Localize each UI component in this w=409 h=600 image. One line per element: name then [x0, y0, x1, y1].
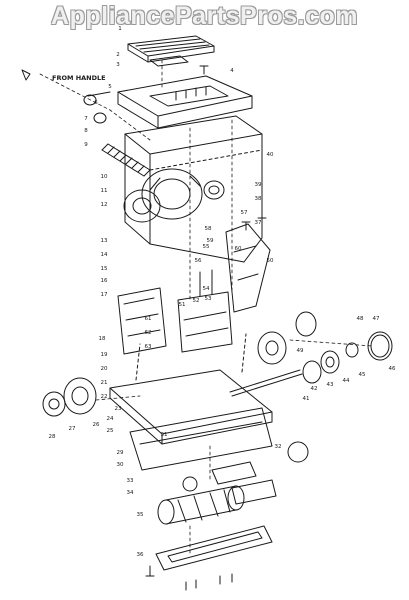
part-callout-16: 16: [101, 278, 108, 284]
part-callout-4: 4: [230, 68, 234, 74]
part-callout-48: 48: [357, 316, 364, 322]
part-callout-58: 58: [205, 226, 212, 232]
part-callout-13: 13: [101, 238, 108, 244]
part-callout-43: 43: [327, 382, 334, 388]
part-callout-32: 32: [275, 444, 282, 450]
part-callout-31: 31: [161, 432, 168, 438]
assembly-line: [39, 59, 373, 557]
left-side-cover: [117, 287, 167, 355]
part-callout-20: 20: [101, 366, 108, 372]
screw-part: [145, 65, 267, 591]
part-callout-26: 26: [93, 422, 100, 428]
part-callout-5: 5: [108, 84, 112, 90]
part-callout-27: 27: [69, 426, 76, 432]
bearing-part: [203, 180, 225, 200]
brush-holder-part: [211, 461, 277, 505]
part-callout-50: 50: [267, 258, 274, 264]
part-callout-12: 12: [101, 202, 108, 208]
part-callout-18: 18: [99, 336, 106, 342]
part-callout-35: 35: [137, 512, 144, 518]
part-callout-9: 9: [84, 142, 88, 148]
part-callout-57: 57: [241, 210, 248, 216]
base-plate-part: [109, 333, 273, 445]
part-callout-6: 6: [94, 100, 98, 106]
part-callout-21: 21: [101, 380, 108, 386]
part-callout-54: 54: [203, 286, 210, 292]
handle-grip-part: [127, 35, 215, 63]
part-callout-61: 61: [145, 316, 152, 322]
part-callout-51: 51: [179, 302, 186, 308]
left-wheel-part: [42, 377, 97, 417]
part-callout-3: 3: [116, 62, 120, 68]
part-callout-34: 34: [127, 490, 134, 496]
part-callout-28: 28: [49, 434, 56, 440]
part-callout-55: 55: [203, 244, 210, 250]
top-housing-part: [117, 75, 253, 129]
part-callout-7: 7: [84, 116, 88, 122]
part-callout-25: 25: [107, 428, 114, 434]
cord-connector-part: [21, 69, 111, 124]
part-callout-14: 14: [101, 252, 108, 258]
part-callout-53: 53: [205, 296, 212, 302]
right-wheel-part: [257, 311, 317, 365]
part-callout-2: 2: [116, 52, 120, 58]
part-callout-33: 33: [127, 478, 134, 484]
part-callout-1: 1: [118, 26, 122, 32]
part-callout-22: 22: [101, 394, 108, 400]
part-callout-52: 52: [193, 298, 200, 304]
part-callout-59: 59: [207, 238, 214, 244]
belt-ring-part: [367, 331, 393, 361]
main-body-housing: [124, 115, 263, 263]
part-callout-56: 56: [195, 258, 202, 264]
right-side-bracket: [225, 223, 271, 313]
part-callout-39: 39: [255, 182, 262, 188]
part-callout-44: 44: [343, 378, 350, 384]
part-callout-29: 29: [117, 450, 124, 456]
end-cap-part: [182, 441, 309, 492]
part-callout-62: 62: [145, 330, 152, 336]
handle-label: FROM HANDLE: [52, 74, 106, 82]
small-plate-part: [149, 55, 189, 67]
part-callout-38: 38: [255, 196, 262, 202]
part-callout-36: 36: [137, 552, 144, 558]
part-callout-24: 24: [107, 416, 114, 422]
part-callout-30: 30: [117, 462, 124, 468]
part-callouts: 1234567891011121314151617181920212223242…: [49, 26, 396, 558]
center-linkage-part: [177, 269, 233, 353]
part-callout-10: 10: [101, 174, 108, 180]
brushroll-part: [157, 485, 245, 525]
part-callout-17: 17: [101, 292, 108, 298]
part-callout-8: 8: [84, 128, 88, 134]
part-callout-23: 23: [115, 406, 122, 412]
part-callout-63: 63: [145, 344, 152, 350]
part-callout-15: 15: [101, 266, 108, 272]
part-callout-46: 46: [389, 366, 396, 372]
bottom-guard-part: [129, 407, 273, 471]
wheel-stack-part: [302, 342, 359, 384]
part-callout-37: 37: [255, 220, 262, 226]
part-callout-45: 45: [359, 372, 366, 378]
part-callout-19: 19: [101, 352, 108, 358]
motor-housing-part: [123, 168, 203, 223]
part-callout-41: 41: [303, 396, 310, 402]
axle-part: [229, 369, 303, 397]
part-callout-60: 60: [235, 246, 242, 252]
part-callout-49: 49: [297, 348, 304, 354]
part-callout-47: 47: [373, 316, 380, 322]
bottom-plate-part: [155, 525, 273, 571]
part-callout-40: 40: [267, 152, 274, 158]
part-callout-42: 42: [311, 386, 318, 392]
hose-part: [101, 143, 151, 177]
watermark-title: AppliancePartsPros.com: [51, 2, 358, 30]
part-callout-11: 11: [101, 188, 108, 194]
